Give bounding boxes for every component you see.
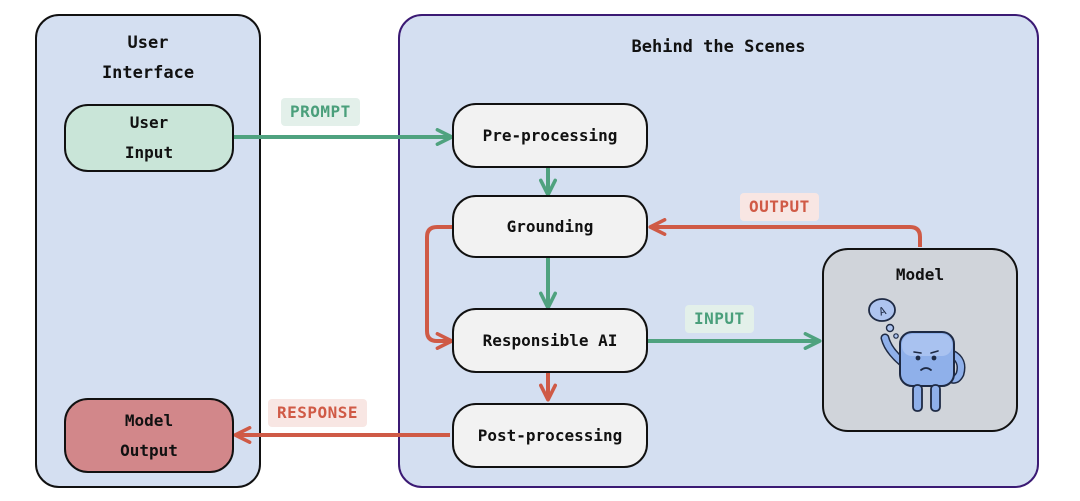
pre-processing-node: Pre-processing — [452, 103, 648, 168]
model-mascot-icon: A — [868, 298, 966, 412]
output-arrow — [648, 218, 922, 247]
prompt-label: PROMPT — [281, 98, 360, 126]
svg-text:A: A — [877, 304, 888, 319]
output-label: OUTPUT — [740, 193, 819, 221]
model-output-node: Model Output — [64, 398, 234, 473]
grounding-node: Grounding — [452, 195, 648, 258]
user-interface-title: User Interface — [101, 33, 195, 83]
grounding-loop-arrow — [425, 225, 455, 350]
user-input-node: User Input — [64, 104, 234, 172]
post-processing-node: Post-processing — [452, 403, 648, 468]
response-label: RESPONSE — [268, 399, 368, 427]
model-node-label: Model — [895, 265, 945, 284]
behind-the-scenes-title: Behind the Scenes — [631, 37, 806, 57]
input-label: INPUT — [685, 305, 754, 333]
responsible-ai-node: Responsible AI — [452, 308, 648, 373]
